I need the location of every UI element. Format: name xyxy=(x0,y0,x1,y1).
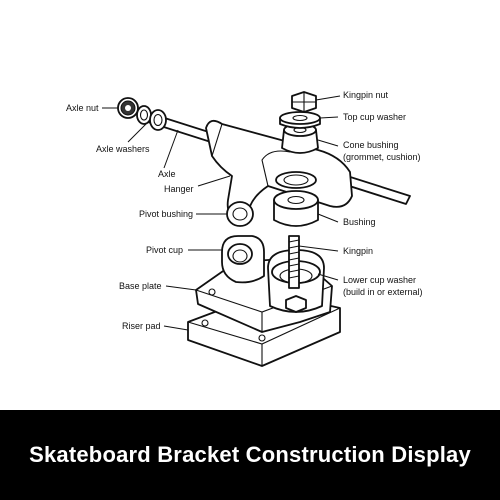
label-kingpin-nut: Kingpin nut xyxy=(343,90,389,100)
pivot-bushing-drawing xyxy=(226,201,254,227)
label-cone-bushing-sub: (grommet, cushion) xyxy=(343,152,421,162)
label-top-cup-washer: Top cup washer xyxy=(343,112,406,122)
kingpin-nut-drawing xyxy=(291,91,317,113)
label-bushing: Bushing xyxy=(343,217,376,227)
label-axle-washers: Axle washers xyxy=(96,144,150,154)
exploded-truck-diagram: Axle nut Axle washers Axle Hanger Pivot … xyxy=(66,90,423,367)
label-lower-cup-washer-sub: (build in or external) xyxy=(343,287,423,297)
leader-lines xyxy=(102,95,341,331)
label-cone-bushing: Cone bushing xyxy=(343,140,399,150)
top-cup-washer-drawing xyxy=(279,111,321,129)
caption-text: Skateboard Bracket Construction Display xyxy=(29,442,471,467)
label-riser-pad: Riser pad xyxy=(122,321,161,331)
axle-nut-drawing xyxy=(117,97,139,119)
label-axle: Axle xyxy=(158,169,176,179)
label-hanger: Hanger xyxy=(164,184,194,194)
diagram-drawing: Axle nut Axle washers Axle Hanger Pivot … xyxy=(66,90,423,367)
bushing-drawing xyxy=(273,190,319,227)
label-kingpin: Kingpin xyxy=(343,246,373,256)
caption-bar: Skateboard Bracket Construction Display xyxy=(0,410,500,500)
label-lower-cup-washer: Lower cup washer xyxy=(343,275,416,285)
label-axle-nut: Axle nut xyxy=(66,103,99,113)
kingpin-drawing xyxy=(288,235,300,289)
label-pivot-bushing: Pivot bushing xyxy=(139,209,193,219)
axle-washers-drawing xyxy=(136,105,167,131)
label-base-plate: Base plate xyxy=(119,281,162,291)
label-pivot-cup: Pivot cup xyxy=(146,245,183,255)
